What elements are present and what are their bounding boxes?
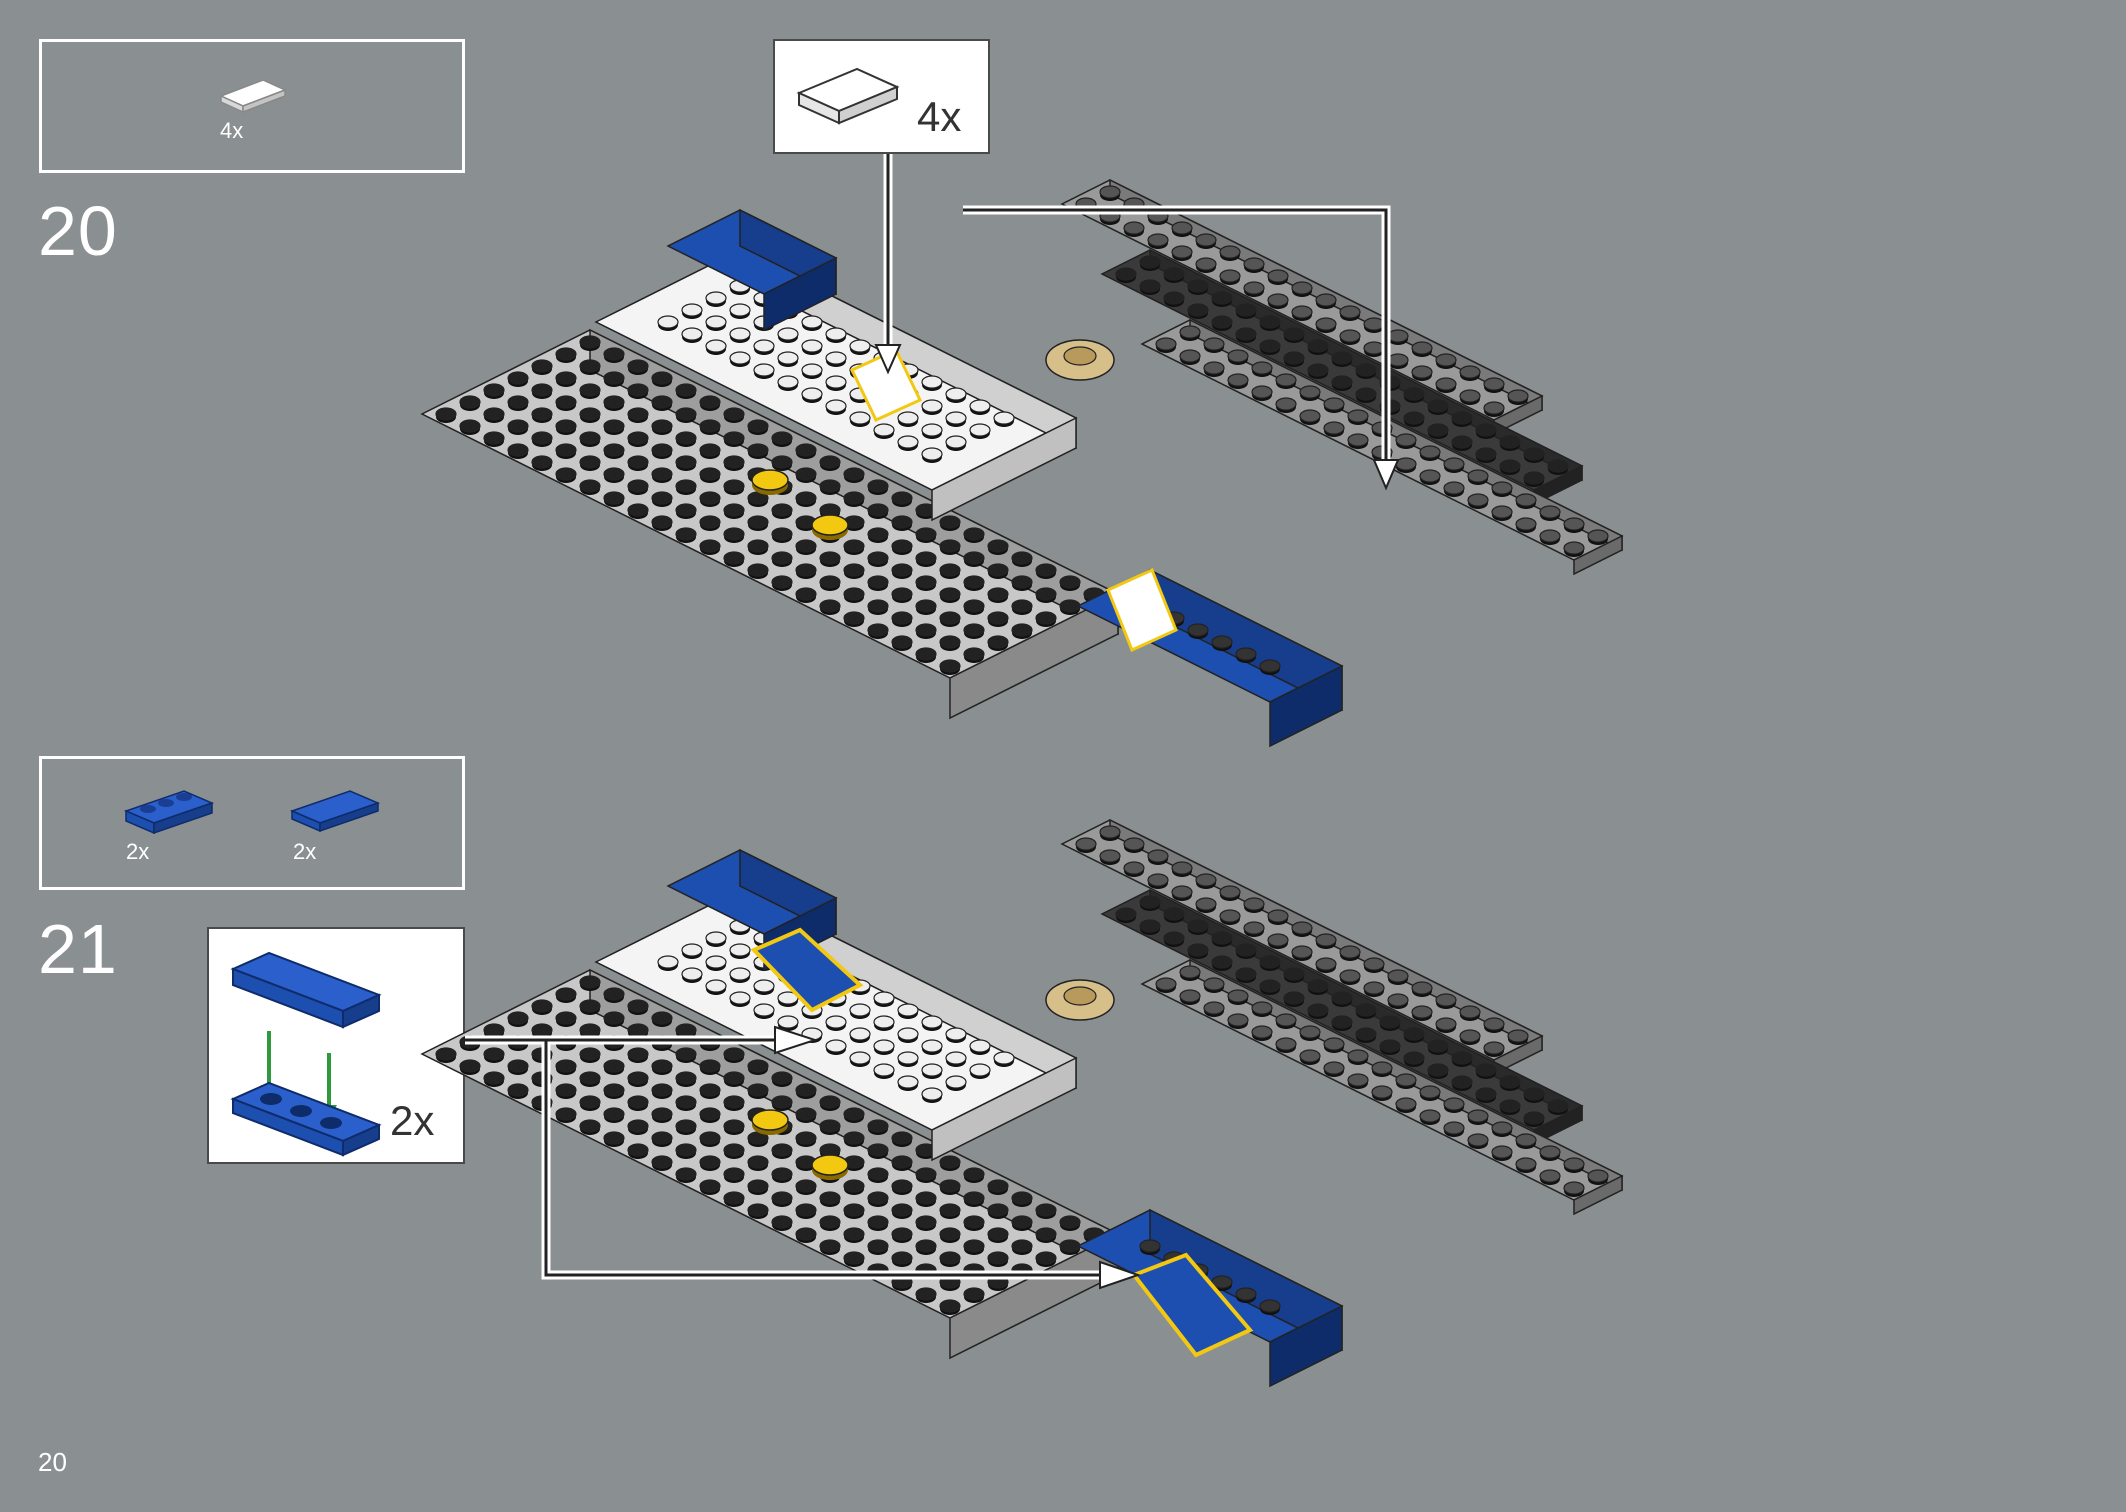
step-20-callout-qty: 4x — [917, 93, 962, 140]
step-20-number: 20 — [38, 192, 118, 270]
step-20-parts-box: 4x — [39, 39, 465, 173]
blue-subassembly-icon — [230, 951, 382, 1157]
white-tile-icon — [219, 79, 287, 114]
step-21-number: 21 — [38, 910, 118, 988]
blue-plate-icon — [123, 790, 215, 835]
step-21-part2-qty: 2x — [293, 839, 317, 864]
step-21-parts-box: 2x 2x — [39, 756, 465, 890]
step-21-part1-qty: 2x — [126, 839, 150, 864]
blue-tile-icon — [289, 790, 381, 833]
step-20-part-qty: 4x — [220, 118, 244, 143]
page-number: 20 — [38, 1447, 67, 1477]
step-21-callout-qty: 2x — [390, 1097, 435, 1144]
white-tile-callout-icon — [796, 67, 900, 125]
step-21-callout: 2x — [207, 927, 465, 1164]
step-20-callout: 4x — [773, 39, 990, 154]
